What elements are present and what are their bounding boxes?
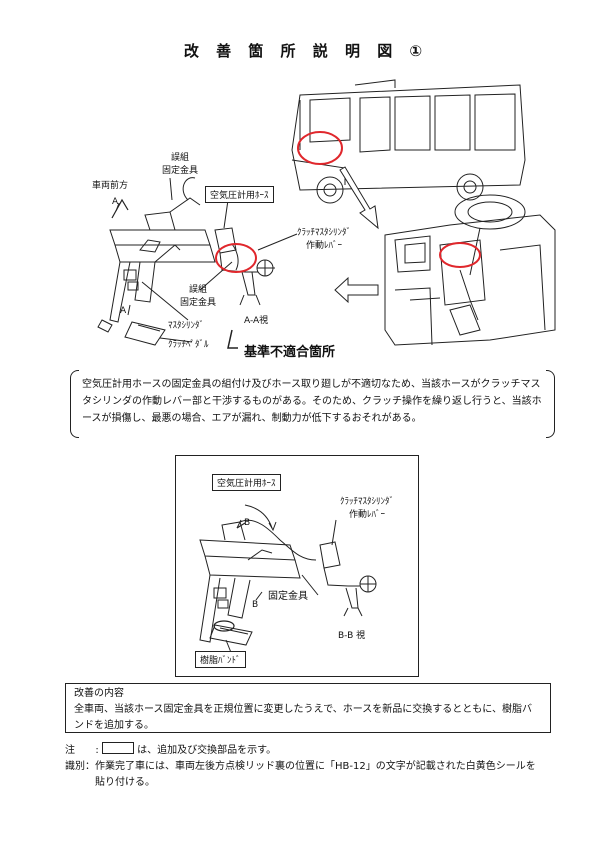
cockpit-drawing [384,194,556,346]
arrow-b-top-label: B [244,518,251,528]
vehicle-front-label: 車両前方 [92,181,129,191]
air-gauge-hose-label: 空気圧計用ﾎｰｽ [205,186,274,203]
id-text-1: 作業完了車には、車両左後方点検リッド裏の位置に「HB-12」の文字が記載された白… [95,761,536,772]
improvement-heading: 改善の内容 [74,688,124,699]
id-text-2: 貼り付ける。 [95,777,155,788]
arrow-b-bottom-label: B [252,600,259,610]
bus-highlight-circle [297,131,343,165]
resin-band-label: 樹脂ﾊﾞﾝﾄﾞ [195,651,246,668]
misassembled-bracket-label-2: 誤組 固定金具 [180,285,217,308]
note-row: 注 : は、追加及び交換部品を示す。 [65,742,565,759]
note-label: 注 [65,745,75,756]
fixed-bracket-label: 固定金具 [268,591,308,602]
description-text: 空気圧計用ホースの固定金具の組付け及びホース取り廻しが不適切なため、当該ホースが… [82,379,542,424]
clutch-lever-label: ｸﾗｯﾁﾏｽﾀｼﾘﾝﾀﾞ 作動ﾚﾊﾞｰ [297,228,352,251]
bus-drawing [291,79,526,204]
notes-block: 注 : は、追加及び交換部品を示す。 識別 ： 作業完了車には、車両左後方点検リ… [65,742,565,791]
arrow-a-label: A [112,197,119,207]
clutch-pedal-label: ｸﾗｯﾁﾍﾟﾀﾞﾙ [168,340,209,350]
air-gauge-hose-label-2: 空気圧計用ﾎｰｽ [212,474,281,491]
improvement-box: 改善の内容 全車両、当該ホース固定金具を正規位置に変更したうえで、ホースを新品に… [65,683,551,733]
cockpit-highlight-circle [439,242,481,268]
improvement-text: 全車両、当該ホース固定金具を正規位置に変更したうえで、ホースを新品に交換するとと… [74,704,532,731]
nonconformance-highlight-circle [215,243,257,273]
view-bb-label: B-B 視 [338,631,366,641]
aa-view-drawing [214,227,275,306]
arrow-a-lower-label: A [120,306,127,316]
page-title: 改 善 箇 所 説 明 図 ① [183,42,429,60]
id-label: 識別 [65,761,85,772]
note-text: は、追加及び交換部品を示す。 [137,745,277,756]
clutch-assembly-drawing [97,177,216,346]
nonconformance-label: 基準不適合箇所 [244,345,336,360]
left-bracket [70,370,79,438]
master-cylinder-label: ﾏｽﾀｼﾘﾝﾀﾞ [168,321,205,331]
resin-band-marker [213,620,235,632]
legend-box [101,742,134,754]
improved-diagram-frame [175,455,419,677]
clutch-lever-label-2: ｸﾗｯﾁﾏｽﾀｼﾘﾝﾀﾞ 作動ﾚﾊﾞｰ [340,497,395,520]
misassembled-bracket-label-1: 誤組 固定金具 [162,153,199,176]
id-row: 識別 ： 作業完了車には、車両左後方点検リッド裏の位置に「HB-12」の文字が記… [65,759,565,791]
view-aa-label: A-A視 [244,316,269,326]
